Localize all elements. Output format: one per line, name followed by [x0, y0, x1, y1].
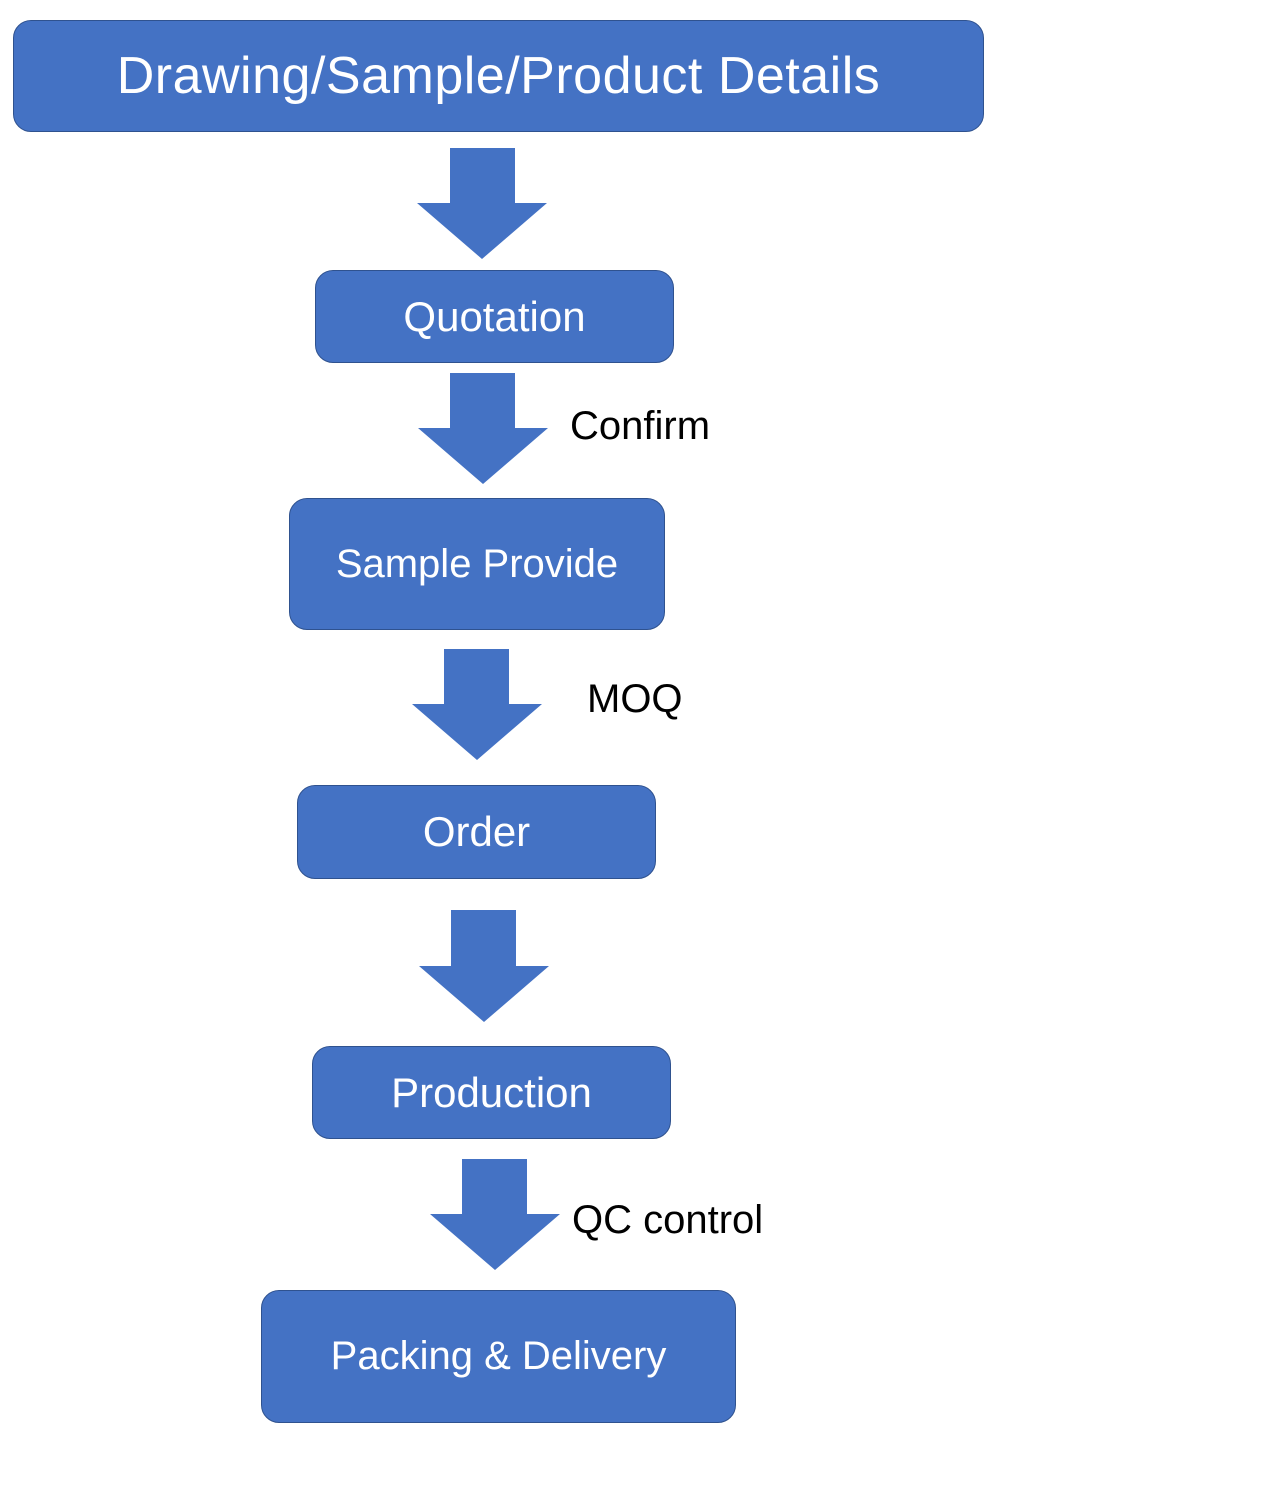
step-sample-provide: Sample Provide [289, 498, 665, 630]
step-label: Sample Provide [335, 541, 619, 586]
down-arrow-icon [419, 910, 549, 1022]
down-arrow-icon [412, 649, 542, 760]
step-production: Production [312, 1046, 671, 1139]
step-label: Production [391, 1068, 592, 1116]
step-packing-delivery: Packing & Delivery [261, 1290, 736, 1423]
step-drawing-sample-product-details: Drawing/Sample/Product Details [13, 20, 984, 132]
step-label: Packing & Delivery [330, 1334, 667, 1378]
transition-label-qc-control: QC control [572, 1198, 764, 1242]
step-label: Order [422, 808, 531, 855]
step-quotation: Quotation [315, 270, 674, 363]
down-arrow-icon [430, 1159, 560, 1270]
transition-label-confirm: Confirm [570, 404, 711, 448]
down-arrow-icon [418, 373, 548, 484]
step-order: Order [297, 785, 656, 879]
step-label: Quotation [403, 292, 586, 340]
down-arrow-icon [417, 148, 547, 259]
transition-label-moq: MOQ [587, 677, 683, 721]
step-label: Drawing/Sample/Product Details [116, 47, 881, 105]
